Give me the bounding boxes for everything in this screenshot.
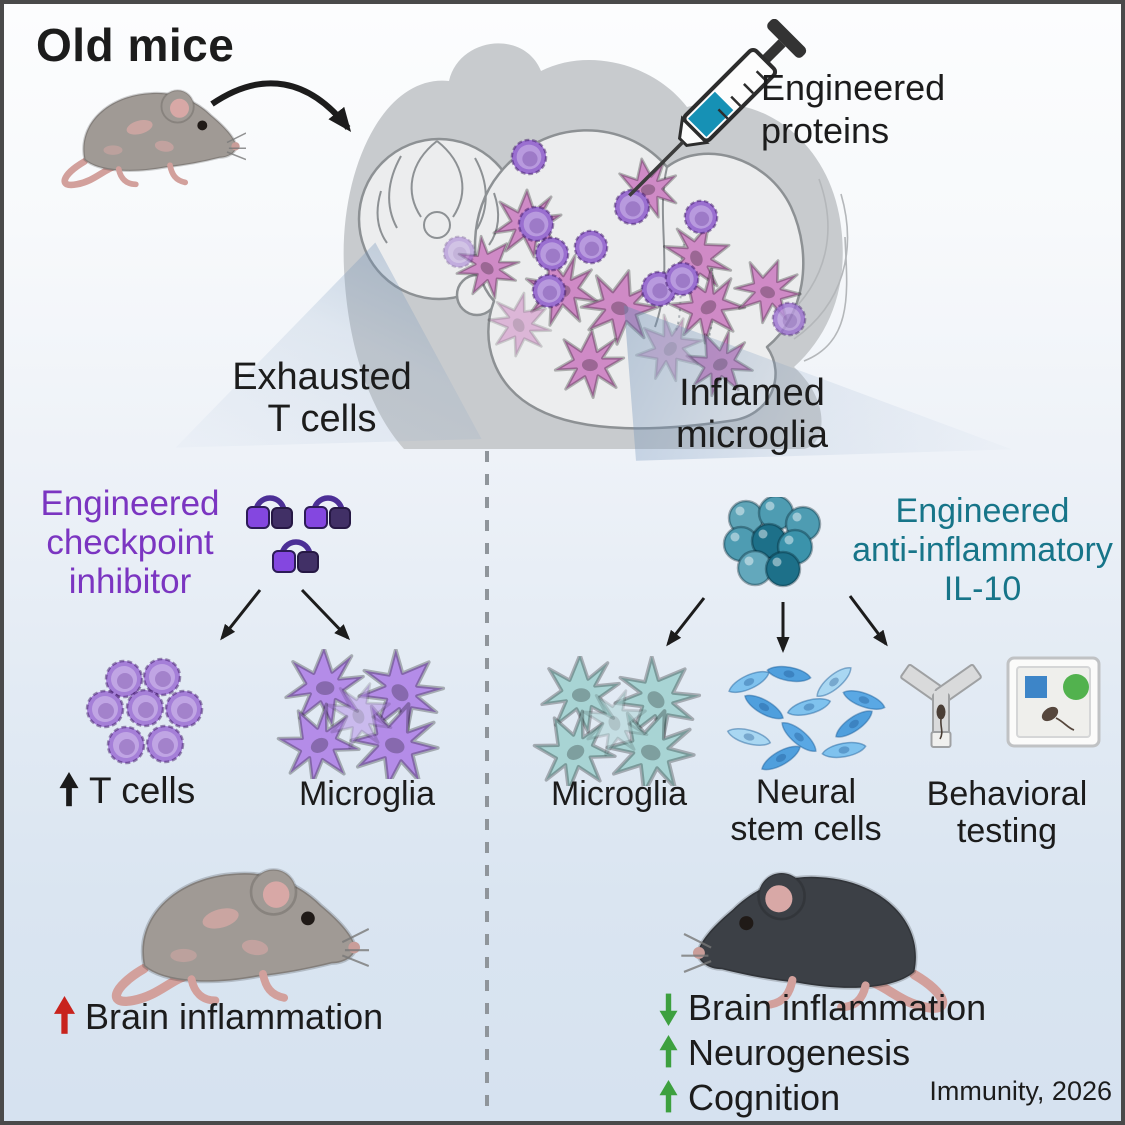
branch-arrow (666, 597, 706, 647)
journal-citation: Immunity, 2026 (929, 1076, 1112, 1106)
left-outcome-label: Brain inflammation (85, 996, 384, 1037)
antibody-icon (270, 536, 322, 576)
microglia-label-left: Microglia (298, 775, 436, 813)
open-field-icon (1006, 656, 1101, 748)
checkpoint-inhibitor-label: Engineered checkpoint inhibitor (40, 484, 220, 601)
tcells-stat-label: T cells (89, 770, 196, 811)
left-outcome: Brain inflammation (54, 996, 383, 1038)
tcells-stat: T cells (59, 770, 195, 812)
exhausted-tcells-label: Exhausted T cells (232, 356, 412, 440)
neural-stem-cells-label: Neural stem cells (730, 773, 882, 848)
microglia-cluster-purple (276, 649, 456, 779)
t-cell-cluster (85, 657, 204, 765)
right-outcomes: Brain inflammation Neurogenesis Cognitio… (659, 987, 986, 1119)
branch-arrow (300, 588, 351, 641)
page-title: Old mice (36, 19, 235, 71)
antibody-icon (302, 492, 354, 532)
inflamed-microglia-label: Inflamed microglia (675, 372, 829, 456)
neural-stem-cell-cluster (725, 661, 888, 772)
outcome-brain-inflammation: Brain inflammation (659, 987, 986, 1029)
outcome-cognition: Cognition (659, 1077, 986, 1119)
up-arrow-icon (659, 1080, 678, 1113)
old-mouse-illustration (56, 74, 246, 192)
il10-label: Engineered anti-inflammatory IL-10 (852, 492, 1113, 608)
old-mouse-illustration-left (104, 847, 369, 1011)
green-circle (1063, 674, 1089, 700)
microglia-cluster-teal (532, 656, 712, 786)
divider (485, 451, 489, 1114)
engineered-proteins-label: Engineered proteins (761, 67, 946, 151)
syringe-icon (628, 19, 807, 197)
up-arrow-icon (59, 772, 79, 807)
microglia-label-right: Microglia (550, 775, 688, 813)
up-arrow-icon (659, 1035, 678, 1068)
il10-protein-cluster (722, 497, 822, 588)
y-maze-icon (900, 663, 982, 748)
outcome-neurogenesis: Neurogenesis (659, 1032, 986, 1074)
behavioral-testing-label: Behavioral testing (926, 775, 1088, 850)
blue-square (1025, 676, 1047, 698)
brain-illustration (343, 19, 849, 449)
down-arrow-icon (659, 993, 678, 1026)
whiskers (783, 178, 849, 362)
antibody-icon (244, 492, 296, 532)
up-arrow-icon (54, 996, 75, 1034)
